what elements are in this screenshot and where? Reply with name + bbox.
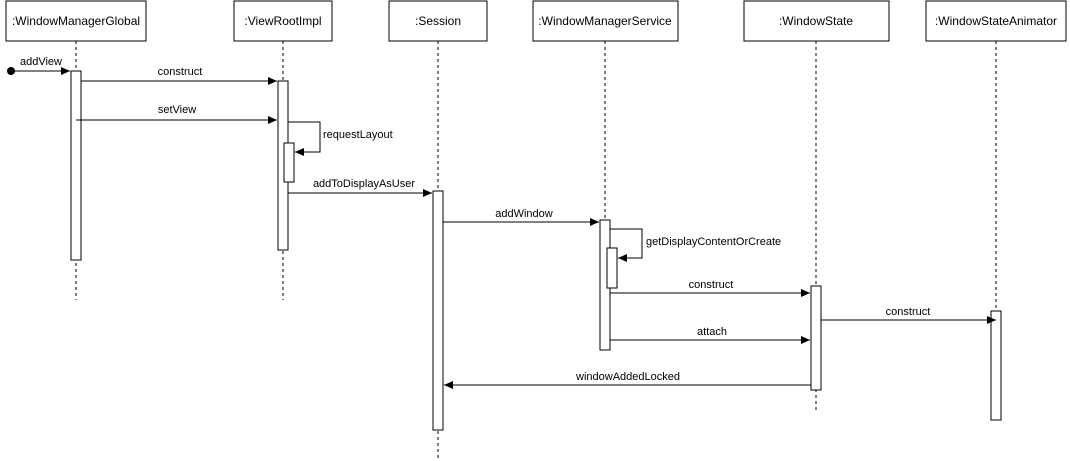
message-label: getDisplayContentOrCreate <box>646 236 781 248</box>
message-construct-window-state-animator: construct <box>821 306 996 324</box>
participant-window-state: :WindowState <box>743 0 890 42</box>
message-label: requestLayout <box>323 129 393 141</box>
activation-window-manager-global <box>70 70 82 261</box>
message-label: setView <box>158 104 196 116</box>
activation-window-state-animator <box>990 310 1002 421</box>
participant-window-state-animator: :WindowStateAnimator <box>925 0 1067 42</box>
activation-window-manager-service-nested <box>606 247 618 289</box>
activation-window-state <box>810 285 822 391</box>
message-construct-view-root-impl: construct <box>81 66 277 85</box>
participant-window-manager-global: :WindowManagerGlobal <box>5 0 147 42</box>
message-request-layout: requestLayout <box>288 121 393 156</box>
message-construct-window-state: construct <box>610 279 810 297</box>
activation-session <box>432 190 444 431</box>
participant-label: :WindowManagerGlobal <box>12 14 140 28</box>
participant-label: :WindowState <box>779 14 853 28</box>
message-attach: attach <box>610 326 810 344</box>
message-label: construct <box>689 279 734 291</box>
message-add-to-display-as-user: addToDisplayAsUser <box>288 178 432 197</box>
participant-label: :ViewRootImpl <box>244 14 321 28</box>
message-label: addToDisplayAsUser <box>313 178 415 190</box>
participant-label: :WindowManagerService <box>538 14 672 28</box>
message-get-display-content-or-create: getDisplayContentOrCreate <box>610 228 781 262</box>
participant-label: :Session <box>415 14 461 28</box>
message-set-view: setView <box>76 104 277 124</box>
participant-session: :Session <box>388 0 488 42</box>
participant-window-manager-service: :WindowManagerService <box>532 0 679 42</box>
message-label: addWindow <box>495 208 553 220</box>
message-window-added-locked: windowAddedLocked <box>444 371 811 389</box>
message-label: construct <box>886 306 931 318</box>
participant-view-root-impl: :ViewRootImpl <box>233 0 333 42</box>
message-add-view: addView <box>11 56 70 75</box>
message-label: addView <box>20 56 62 68</box>
participant-label: :WindowStateAnimator <box>935 14 1057 28</box>
message-label: attach <box>697 326 727 338</box>
message-label: windowAddedLocked <box>575 371 680 383</box>
message-label: construct <box>158 66 203 78</box>
message-add-window: addWindow <box>443 208 599 226</box>
activation-view-root-impl-nested <box>283 142 295 183</box>
